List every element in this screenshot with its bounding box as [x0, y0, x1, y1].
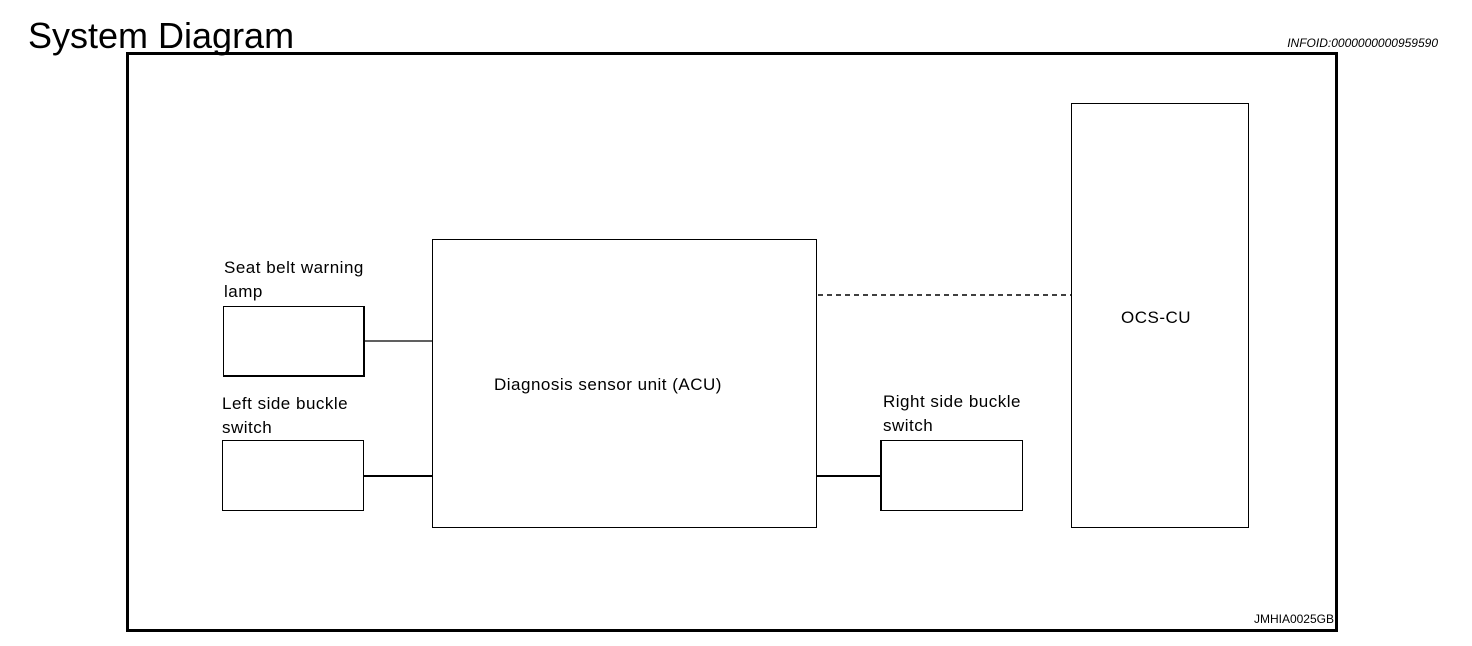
- seat-belt-warning-lamp-label: Seat belt warning lamp: [224, 258, 364, 301]
- page-title: System Diagram: [28, 15, 295, 56]
- right-side-buckle-switch-box: [880, 440, 1023, 511]
- ocs-cu-label: OCS-CU: [1121, 308, 1192, 327]
- info-id: INFOID:0000000000959590: [1287, 36, 1438, 50]
- diagnosis-sensor-unit-label: Diagnosis sensor unit (ACU): [494, 375, 722, 394]
- diagram-frame: [126, 52, 1338, 632]
- ocs-cu-box: [1071, 103, 1249, 528]
- figure-id: JMHIA0025GB: [1253, 612, 1334, 626]
- right-side-buckle-switch-label: Right side buckle switch: [883, 392, 1021, 435]
- left-side-buckle-switch-box: [222, 440, 364, 511]
- diagnosis-sensor-unit-box: [432, 239, 817, 528]
- seat-belt-warning-lamp-box: [223, 306, 365, 377]
- left-side-buckle-switch-label: Left side buckle switch: [222, 394, 349, 437]
